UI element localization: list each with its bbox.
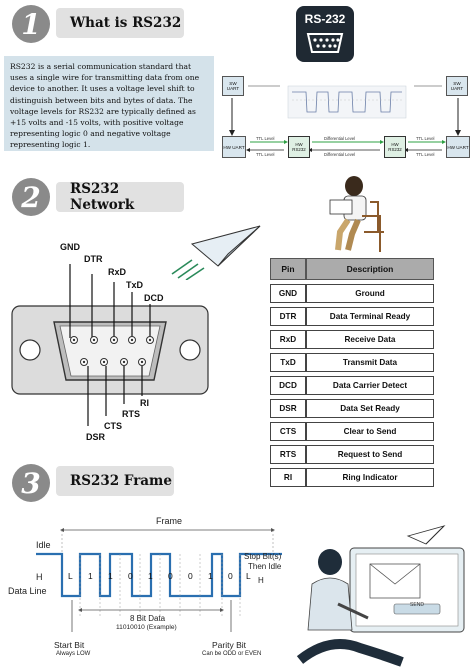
- paper-plane-icon: [171, 225, 261, 280]
- pin-label-dcd: DCD: [144, 293, 164, 303]
- description-cell: Data Set Ready: [306, 399, 434, 418]
- db9-connector-diagram: [11, 264, 209, 426]
- pin-cell: DTR: [270, 307, 306, 326]
- differential-level-top: Differential Level: [324, 136, 356, 141]
- uart-diagram: SW UART SW UART HW UART HW UART HW RS232…: [220, 70, 472, 170]
- description-cell: Clear to Send: [306, 422, 434, 441]
- bit-label: 1: [108, 571, 113, 581]
- pin-table-header-row: Pin Description: [270, 258, 434, 280]
- person-laptop-illustration: SEND: [290, 544, 472, 668]
- frame-label: Frame: [156, 516, 183, 526]
- then-idle-label: Then Idle: [248, 562, 282, 571]
- sw-uart-left: SW UART: [222, 76, 244, 96]
- description-cell: Request to Send: [306, 445, 434, 464]
- section-number-1: 1: [12, 5, 50, 43]
- pin-cell: DCD: [270, 376, 306, 395]
- pin-label-ri: RI: [140, 398, 149, 408]
- description-cell: Transmit Data: [306, 353, 434, 372]
- section-title-2: RS232 Network: [56, 181, 184, 213]
- intro-paragraph: RS232 is a serial communication standard…: [4, 56, 214, 151]
- rs232-frame-waveform: [36, 528, 282, 632]
- section-title-3: RS232 Frame: [56, 466, 174, 496]
- ttl-level-right-bottom: TTL Level: [416, 152, 435, 157]
- data-line-label: Data Line: [8, 586, 47, 596]
- uart-diagram-lines: [229, 85, 461, 152]
- ttl-level-right-top: TTL Level: [416, 136, 435, 141]
- pin-label-cts: CTS: [104, 421, 122, 431]
- description-cell: Ring Indicator: [306, 468, 434, 487]
- section-number-3: 3: [12, 464, 50, 502]
- pin-cell: GND: [270, 284, 306, 303]
- bit-label: 0: [168, 571, 173, 581]
- rs232-badge: RS-232: [296, 6, 354, 62]
- section-title-1: What is RS232: [56, 8, 184, 38]
- bit-label: 1: [208, 571, 213, 581]
- idle-label: Idle: [36, 540, 51, 550]
- pin-label-rts: RTS: [122, 409, 140, 419]
- pin-cell: CTS: [270, 422, 306, 441]
- sw-uart-right: SW UART: [446, 76, 468, 96]
- pin-label-rxd: RxD: [108, 267, 127, 277]
- h-label: H: [36, 572, 43, 582]
- ttl-level-left-bottom: TTL Level: [256, 152, 275, 157]
- stop-h-label: H: [258, 576, 264, 585]
- description-cell: Data Carrier Detect: [306, 376, 434, 395]
- rs232-badge-label: RS-232: [304, 12, 346, 26]
- hw-rs232-left: HW RS232: [288, 136, 310, 158]
- pin-cell: RxD: [270, 330, 306, 349]
- bit-label: 0: [128, 571, 133, 581]
- pin-label-dsr: DSR: [86, 432, 106, 442]
- hw-uart-right: HW UART: [446, 136, 470, 158]
- description-cell: Receive Data: [306, 330, 434, 349]
- bit-label: 0: [228, 571, 233, 581]
- pin-label-txd: TxD: [126, 280, 144, 290]
- laptop-illustration-art: [296, 547, 465, 667]
- pin-cell: RTS: [270, 445, 306, 464]
- start-bit-label: Start Bit: [54, 640, 85, 650]
- pin-label-gnd: GND: [60, 242, 80, 252]
- start-bit-note: Always LOW: [56, 651, 91, 657]
- bit-label: 0: [188, 571, 193, 581]
- bit-label: L: [246, 571, 251, 581]
- description-cell: Data Terminal Ready: [306, 307, 434, 326]
- pin-cell: TxD: [270, 353, 306, 372]
- stop-bits-label: Stop Bit(s): [244, 552, 282, 561]
- description-cell: Ground: [306, 284, 434, 303]
- send-button-label: SEND: [410, 602, 424, 608]
- parity-bit-label: Parity Bit: [212, 640, 247, 650]
- pin-table-header-pin: Pin: [270, 258, 306, 280]
- bit-label: 1: [148, 571, 153, 581]
- pin-label-dtr: DTR: [84, 254, 103, 264]
- differential-level-bottom: Differential Level: [324, 152, 356, 157]
- hw-uart-left: HW UART: [222, 136, 246, 158]
- data-bits-title: 8 Bit Data: [130, 614, 166, 623]
- pin-cell: RI: [270, 468, 306, 487]
- small-paper-plane-icon: [406, 525, 446, 545]
- bit-label: 1: [88, 571, 93, 581]
- pin-table-header-description: Description: [306, 258, 434, 280]
- section-number-2: 2: [12, 178, 50, 216]
- person-reading-illustration: [329, 176, 384, 252]
- parity-bit-note: Can be ODD or EVEN: [202, 651, 262, 657]
- pin-cell: DSR: [270, 399, 306, 418]
- db9-badge-icon: [306, 33, 344, 53]
- ttl-level-left-top: TTL Level: [256, 136, 275, 141]
- data-bits-example: 11010010 (Example): [116, 624, 177, 631]
- hw-rs232-right: HW RS232: [384, 136, 406, 158]
- bit-label: L: [68, 571, 73, 581]
